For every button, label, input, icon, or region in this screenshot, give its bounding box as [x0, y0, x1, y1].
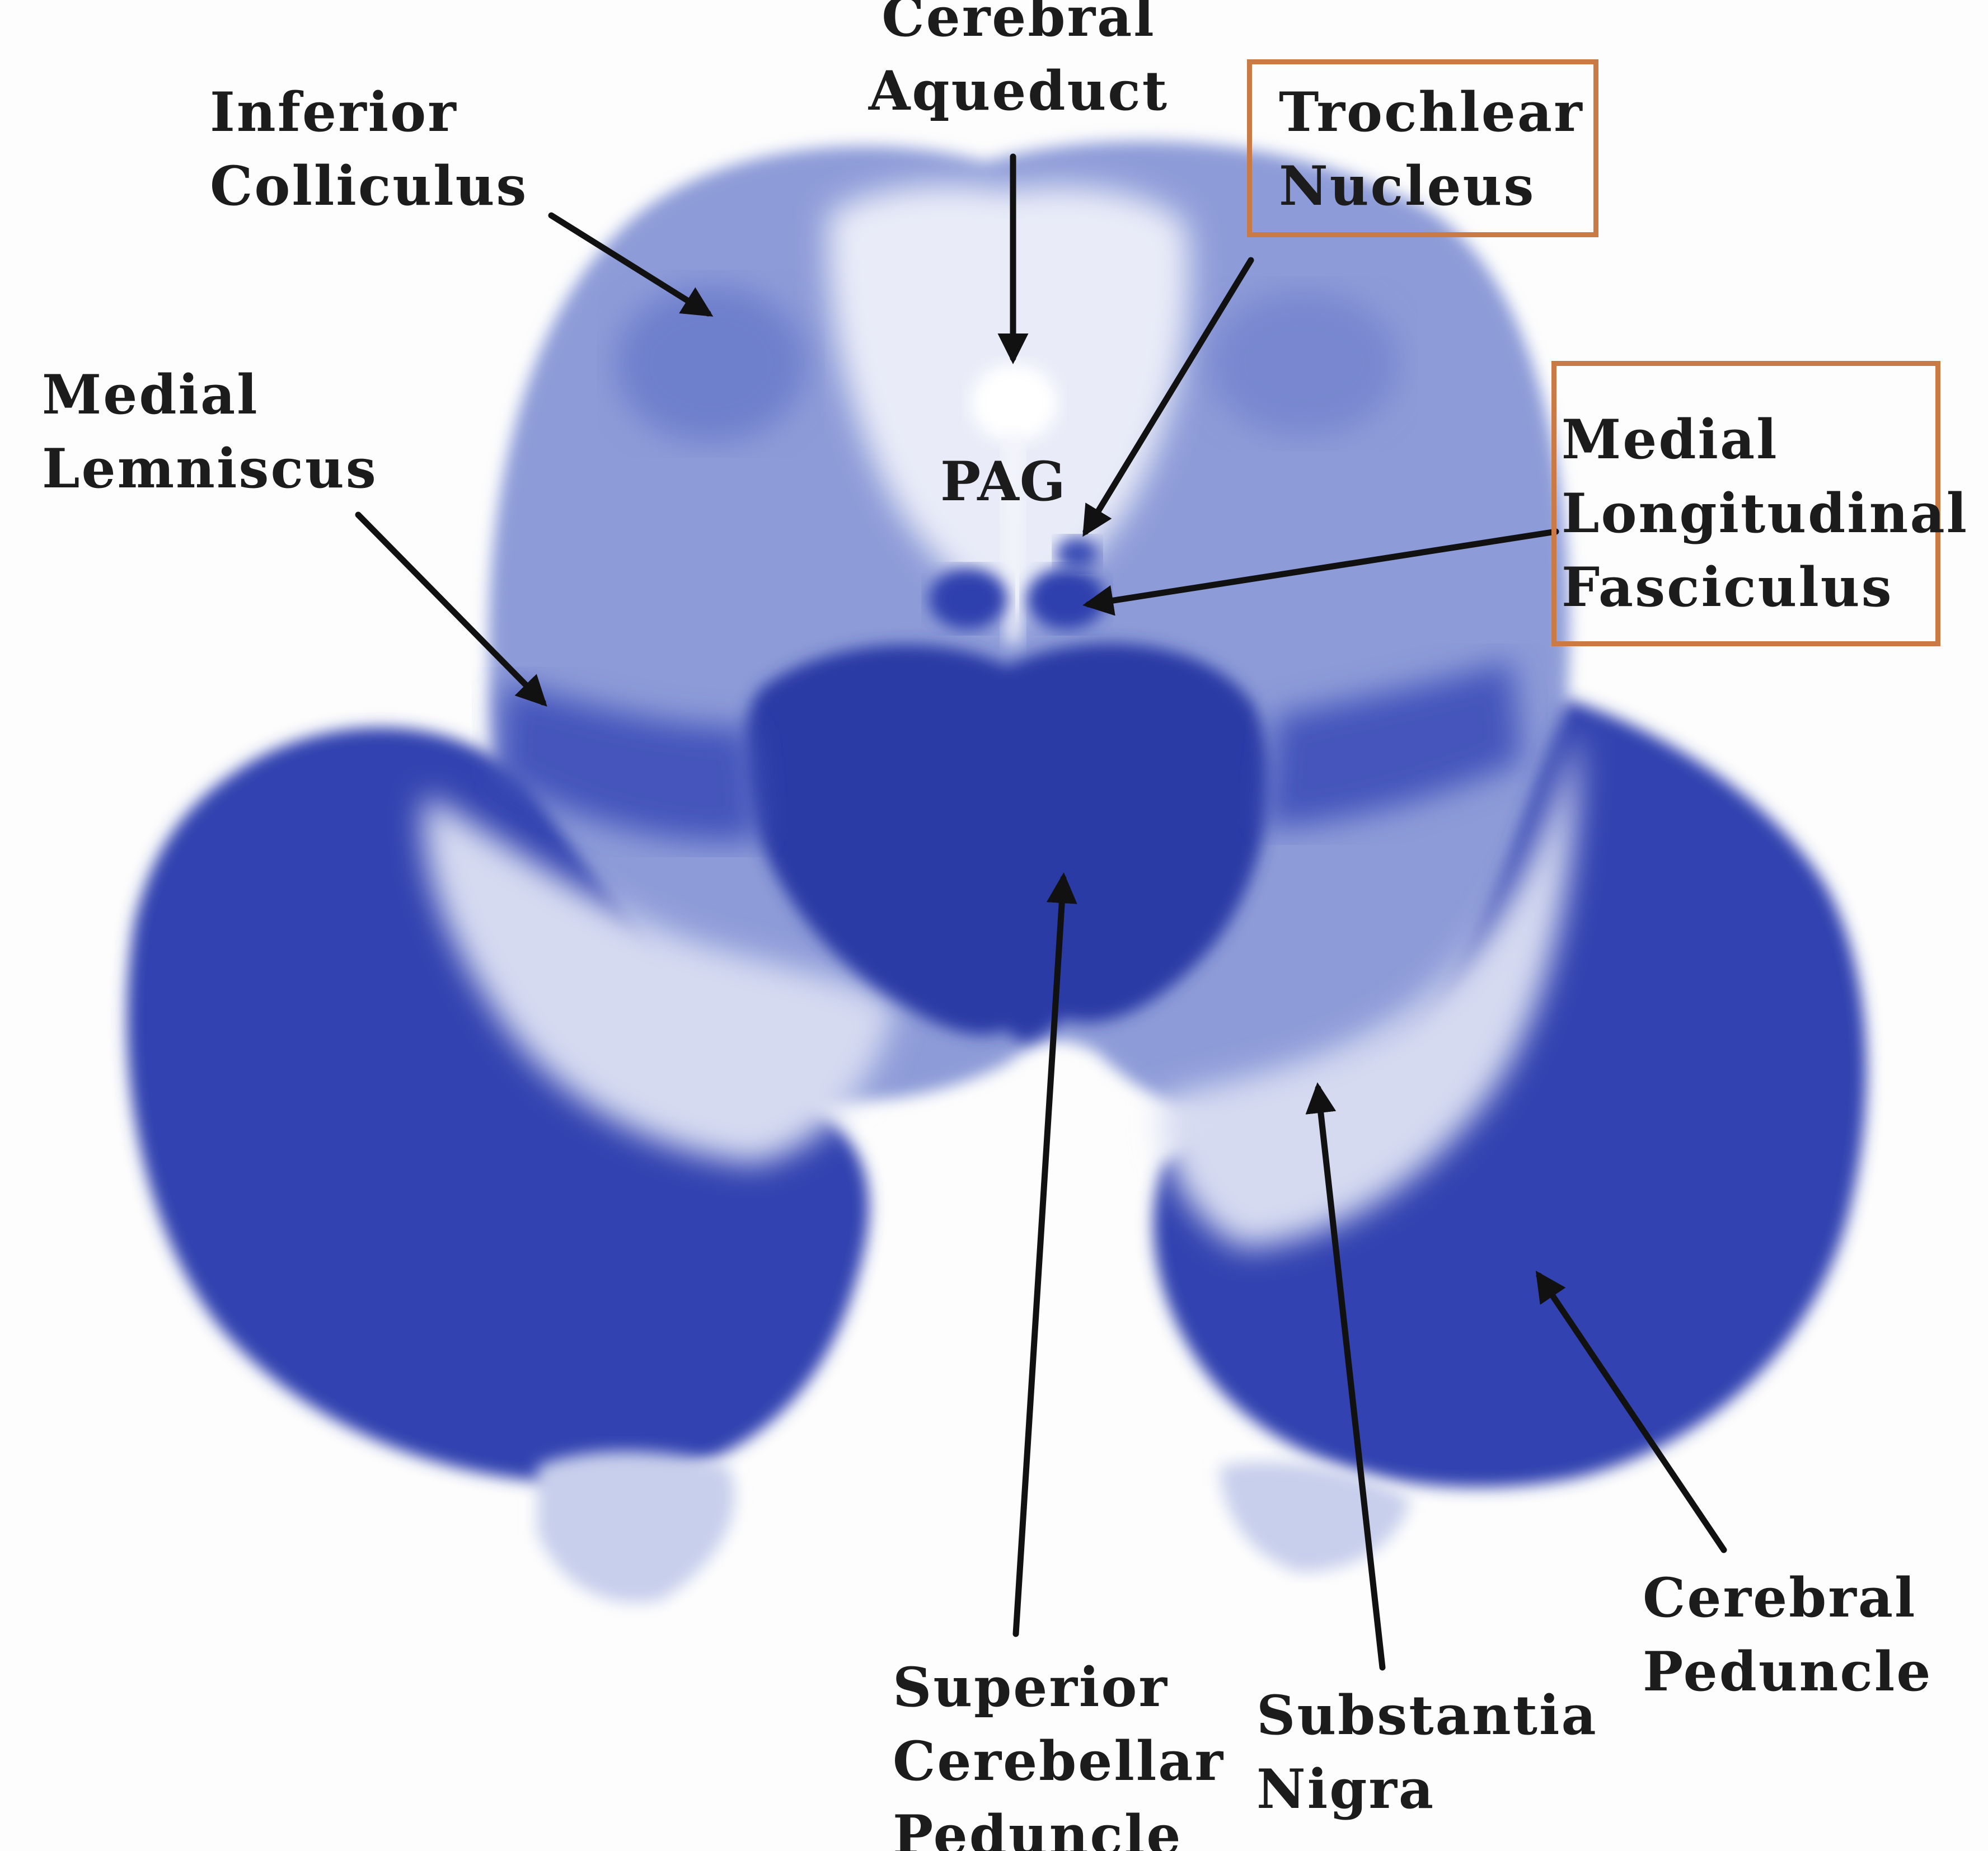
arrow-cerebral-peduncle [1535, 1270, 1727, 1553]
label-cerebral-aqueduct: Cerebral Aqueduct [868, 0, 1169, 123]
label-trochlear-nucleus: Trochlear Nucleus [1279, 81, 1584, 218]
left-cerebral-peduncle [126, 727, 869, 1483]
arrow-substantia-nigra [1305, 1082, 1386, 1671]
label-substantia-nigra: Substantia Nigra [1256, 1684, 1598, 1821]
mlf-highlight-box [1551, 361, 1940, 646]
aqueduct-midline [1002, 436, 1024, 643]
left-medial-lemniscus [498, 683, 761, 842]
superior-cerebellar-peduncle-decussation [743, 643, 1269, 1042]
left-mlf [929, 568, 1007, 629]
label-cerebral-peduncle: Cerebral Peduncle [1643, 1566, 1933, 1703]
label-inferior-colliculus: Inferior Colliculus [210, 81, 528, 218]
left-root-fibers [537, 1451, 735, 1603]
arrow-trochlear-nucleus [1082, 257, 1254, 537]
right-substantia-nigra [1162, 727, 1578, 1248]
label-medial-longitudinal-fasciculus: Medial Longitudinal Fasciculus [1562, 408, 1969, 619]
trochlear-nucleus-highlight-box [1247, 59, 1598, 237]
label-superior-cerebellar-peduncle: Superior Cerebellar Peduncle [893, 1656, 1225, 1851]
arrow-inferior-colliculus [548, 212, 714, 317]
arrow-superior-cerebellar-peduncle [1012, 872, 1077, 1637]
label-pag: PAG [940, 450, 1066, 513]
right-inferior-colliculus [1209, 291, 1399, 436]
right-mlf [1027, 568, 1105, 629]
arrow-medial-lemniscus [355, 511, 547, 707]
trochlear-nucleus-spot [1056, 537, 1099, 571]
right-medial-lemniscus [1265, 660, 1522, 828]
arrow-mlf [1082, 528, 1559, 616]
label-medial-lemniscus: Medial Lemniscus [42, 363, 378, 500]
right-root-fibers [1220, 1462, 1410, 1572]
cerebral-aqueduct [970, 364, 1058, 442]
left-inferior-colliculus [616, 285, 806, 442]
right-cerebral-peduncle [1153, 699, 1867, 1488]
left-substantia-nigra [423, 795, 895, 1164]
annotation-arrows [355, 153, 1727, 1671]
